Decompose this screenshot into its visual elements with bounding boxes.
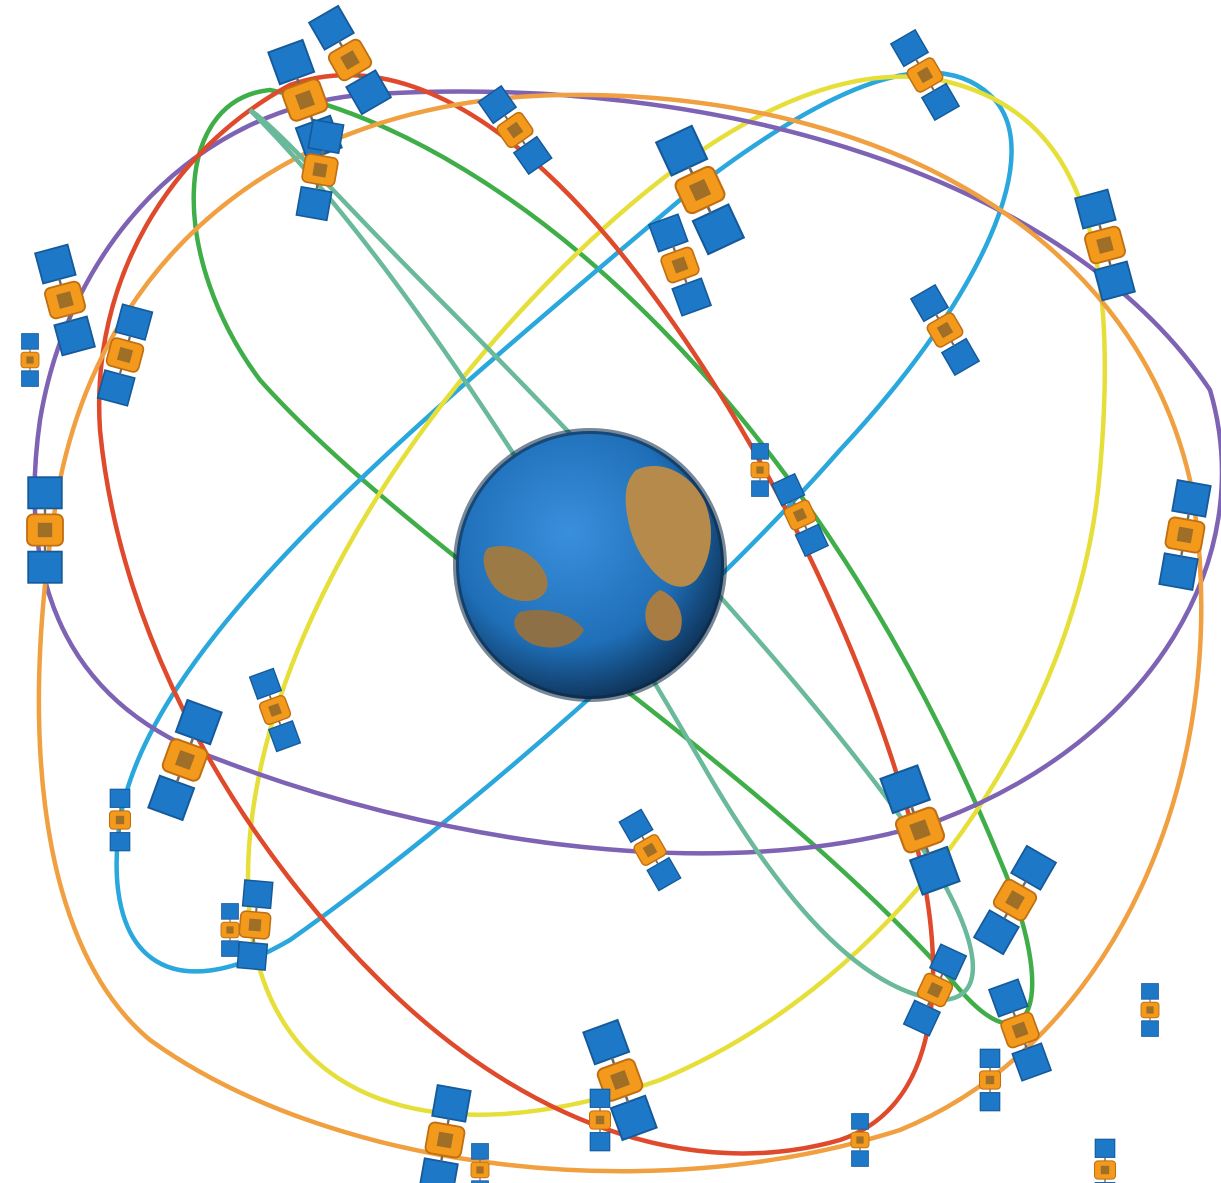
solar-panel-top <box>930 944 966 979</box>
solar-panel-top <box>22 334 39 350</box>
satellite <box>590 1089 611 1151</box>
satellite <box>1141 984 1159 1037</box>
solar-panel-top <box>250 668 282 699</box>
satellite <box>1074 189 1136 300</box>
solar-panel-top <box>989 979 1028 1016</box>
satellite <box>851 1114 869 1167</box>
satellite <box>21 334 39 387</box>
satellite-instrument <box>756 466 763 473</box>
satellite-instrument <box>1146 1006 1153 1013</box>
satellite-instrument <box>986 1076 994 1084</box>
solar-panel-bottom <box>852 1151 869 1167</box>
satellite <box>110 789 131 851</box>
satellite-instrument <box>437 1132 454 1149</box>
satellite <box>236 880 274 970</box>
satellite-instrument <box>248 918 261 931</box>
satellite-instrument <box>1177 527 1194 544</box>
solar-panel-top <box>583 1020 629 1064</box>
solar-panel-bottom <box>1094 262 1135 301</box>
solar-panel-bottom <box>54 317 95 356</box>
satellite <box>751 444 769 497</box>
solar-panel-top <box>752 444 769 460</box>
solar-panel-top <box>28 477 62 508</box>
solar-panel-top <box>472 1144 489 1160</box>
solar-panel-bottom <box>590 1133 610 1151</box>
satellite <box>418 1085 472 1183</box>
satellite <box>879 765 961 895</box>
satellite-instrument <box>476 1166 483 1173</box>
solar-panel-bottom <box>98 370 135 406</box>
solar-panel-bottom <box>237 942 267 970</box>
solar-panel-top <box>1095 1139 1115 1157</box>
solar-panel-top <box>222 904 239 920</box>
solar-panel-top <box>1142 984 1159 1000</box>
solar-panel-bottom <box>1012 1043 1051 1080</box>
solar-panel-top <box>35 245 76 284</box>
satellite <box>980 1049 1001 1111</box>
earth-globe <box>456 431 724 699</box>
solar-panel-top <box>1172 480 1211 517</box>
satellite <box>973 845 1057 954</box>
satellite <box>1095 1139 1116 1183</box>
solar-panel-bottom <box>22 371 39 387</box>
satellite <box>910 284 980 375</box>
solar-panel-bottom <box>1142 1021 1159 1037</box>
solar-panel-bottom <box>904 1000 940 1035</box>
solar-panel-bottom <box>110 833 130 851</box>
satellite-instrument <box>26 356 33 363</box>
solar-panel-top <box>881 765 930 813</box>
solar-panel-top <box>308 120 343 154</box>
solar-panel-bottom <box>28 552 62 583</box>
satellite <box>27 477 63 583</box>
solar-panel-bottom <box>980 1093 1000 1111</box>
solar-panel-top <box>656 126 707 176</box>
satellite-instrument <box>116 816 124 824</box>
solar-panel-bottom <box>222 941 239 957</box>
solar-panel-top <box>115 304 152 340</box>
solar-panel-bottom <box>672 278 711 315</box>
solar-panel-bottom <box>752 481 769 497</box>
satellite <box>221 904 239 957</box>
satellite <box>34 244 96 355</box>
solar-panel-top <box>1075 190 1116 229</box>
satellite-instrument <box>596 1116 604 1124</box>
solar-panel-top <box>772 474 805 506</box>
solar-panel-top <box>852 1114 869 1130</box>
solar-panel-bottom <box>1159 553 1198 590</box>
solar-panel-bottom <box>148 776 194 820</box>
solar-panel-bottom <box>296 187 331 221</box>
satellite-instrument <box>38 523 52 537</box>
satellite-instrument <box>856 1136 863 1143</box>
solar-panel-bottom <box>419 1158 458 1183</box>
satellite <box>249 668 301 752</box>
solar-panel-top <box>110 789 130 807</box>
satellite-instrument <box>226 926 233 933</box>
satellite-instrument <box>1101 1166 1109 1174</box>
satellite <box>471 1144 489 1183</box>
solar-panel-top <box>268 40 314 84</box>
solar-panel-top <box>243 880 273 908</box>
solar-panel-bottom <box>693 205 744 255</box>
solar-panel-top <box>980 1049 1000 1067</box>
solar-panel-top <box>432 1085 471 1122</box>
satellite-instrument <box>312 162 327 177</box>
solar-panel-top <box>590 1089 610 1107</box>
